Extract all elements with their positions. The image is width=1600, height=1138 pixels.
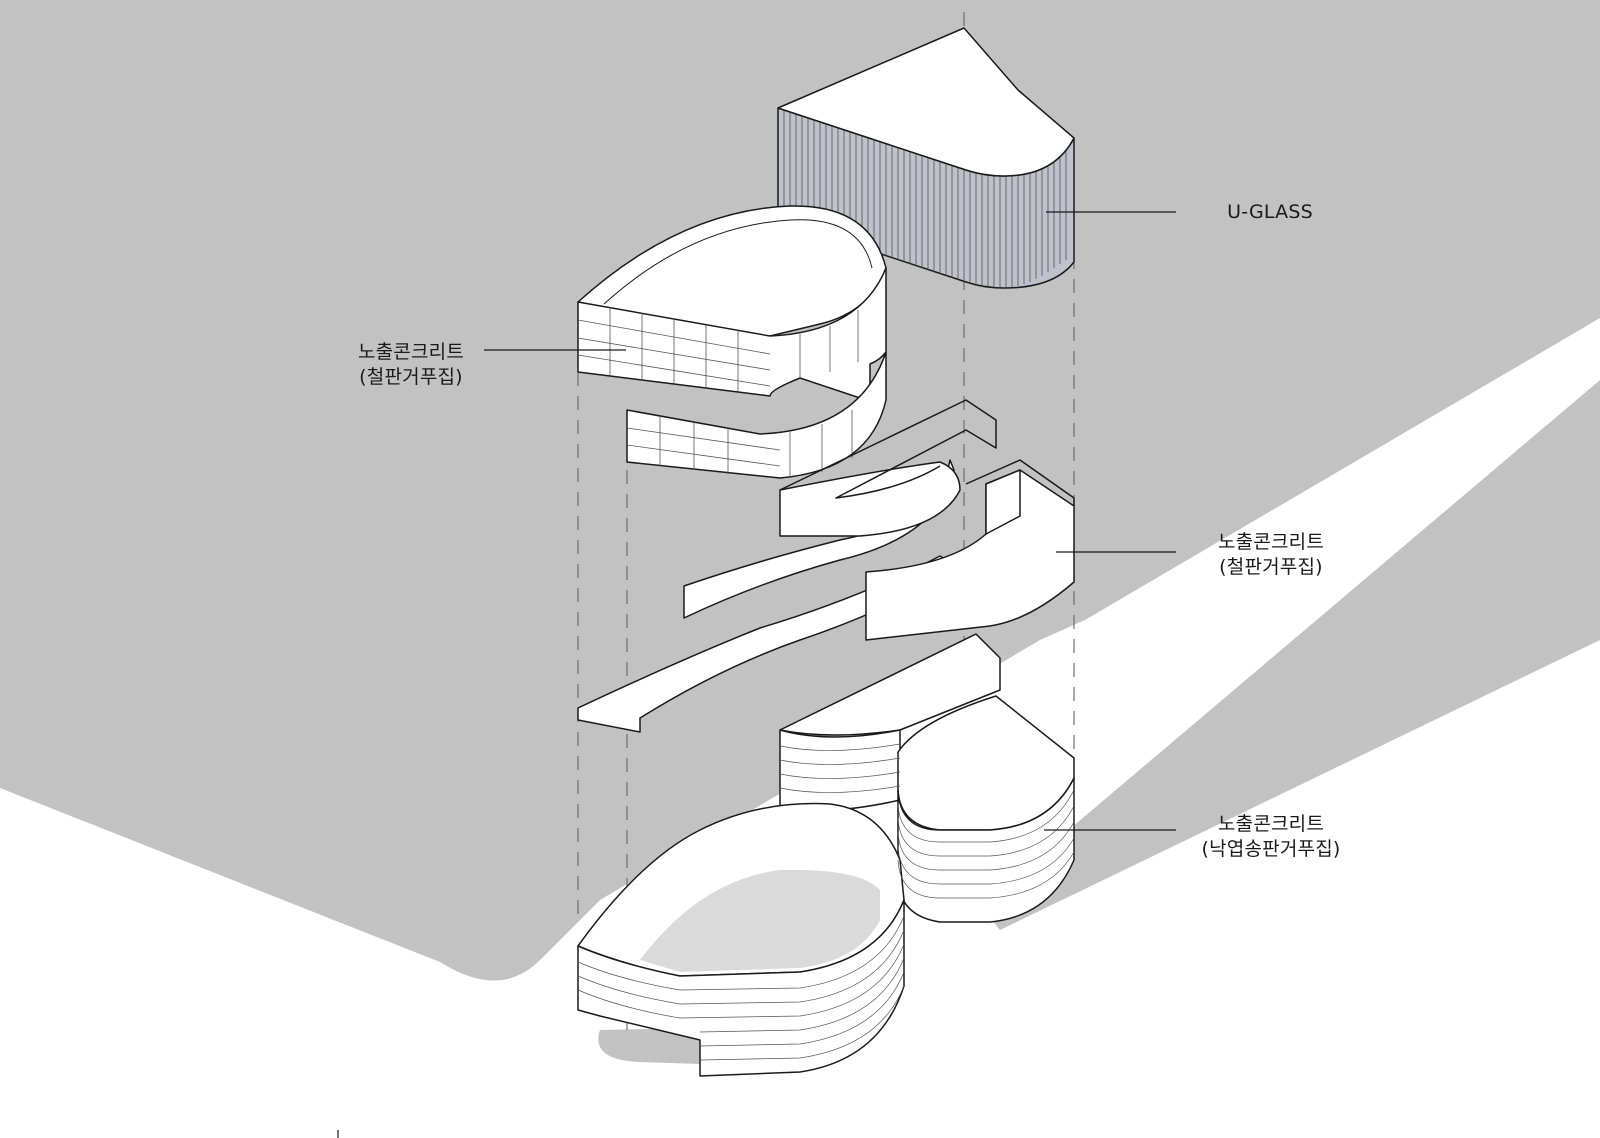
board-formwork-lines xyxy=(577,743,1075,1061)
upper-concrete-block xyxy=(577,205,887,479)
u-glass-top-face xyxy=(777,27,1075,177)
upper-concrete-label-line1: 노출콘크리트 xyxy=(357,341,465,363)
curved-u-wall xyxy=(779,461,961,537)
upper-concrete-label-line2: (철판거푸집) xyxy=(359,366,463,388)
lower-concrete-label-line2: (낙엽송판거푸집) xyxy=(1201,838,1341,860)
upper-concrete-inner-rim xyxy=(603,219,873,305)
lower-block-front-side xyxy=(577,899,905,1077)
lower-block-right-side xyxy=(897,777,1075,923)
lower-concrete-label-line1: 노출콘크리트 xyxy=(1217,813,1325,835)
lower-block-back-side xyxy=(779,729,901,812)
leader-lines xyxy=(337,211,1176,1138)
middle-concrete-label-line2: (철판거푸집) xyxy=(1219,556,1323,578)
upper-concrete-formwork-grid xyxy=(577,307,859,478)
middle-concrete-label-line1: 노출콘크리트 xyxy=(1217,531,1325,553)
lower-block-back-top xyxy=(779,633,1001,736)
upper-concrete-lower-band xyxy=(626,351,887,479)
box-wall-right xyxy=(865,469,1075,641)
upper-concrete-front-face xyxy=(577,267,887,401)
u-glass-label-line1: U-GLASS xyxy=(1227,201,1313,223)
box-wall-inner xyxy=(985,469,1021,535)
lower-concrete-blocks xyxy=(577,633,1075,1077)
middle-concrete-block xyxy=(577,399,1075,733)
curved-u-wall-top xyxy=(779,399,997,499)
u-glass-label: U-GLASS xyxy=(1210,200,1330,225)
ramp-side-wall xyxy=(683,459,955,619)
box-top-rim xyxy=(965,459,1075,506)
upper-concrete-label: 노출콘크리트 (철판거푸집) xyxy=(346,340,476,390)
middle-concrete-label: 노출콘크리트 (철판거푸집) xyxy=(1206,530,1336,580)
lower-concrete-label: 노출콘크리트 (낙엽송판거푸집) xyxy=(1186,812,1356,862)
lower-block-front-inner-shadow xyxy=(640,869,880,972)
